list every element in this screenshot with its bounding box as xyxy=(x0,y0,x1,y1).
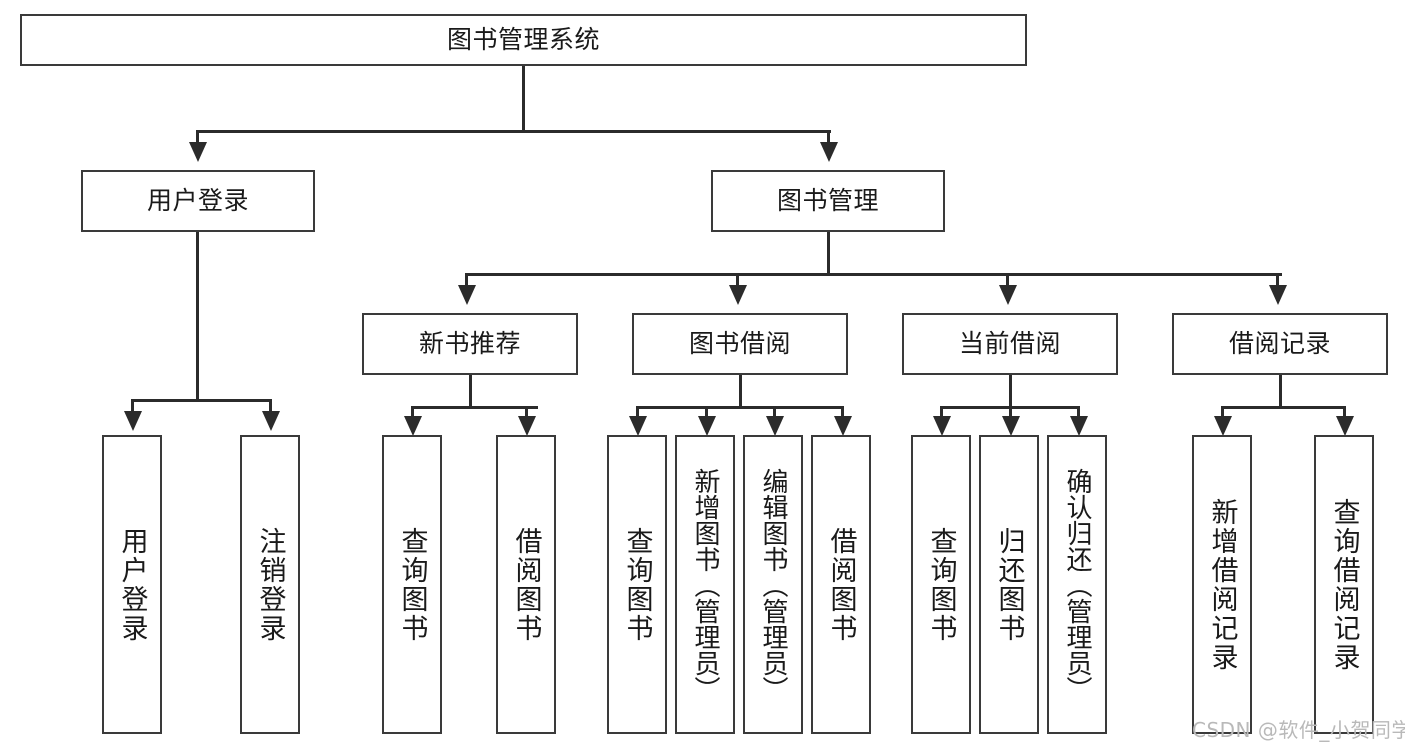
node-new-book-recommend[interactable]: 新书推荐 xyxy=(362,313,578,375)
node-leaf-query-book-3[interactable]: 查询图书 xyxy=(911,435,971,734)
arrowhead-add-record xyxy=(1214,416,1232,436)
node-leaf-borrow-book-2[interactable]: 借阅图书 xyxy=(811,435,871,734)
connector-drop-borrow-book-1 xyxy=(525,406,528,418)
connector-new-book-recommend-bus xyxy=(412,406,538,409)
node-label: 确认归还（管理员） xyxy=(1062,467,1092,702)
connector-drop-edit-book xyxy=(773,406,776,418)
arrowhead-borrow-book-1 xyxy=(518,416,536,436)
node-label: 编辑图书（管理员） xyxy=(758,467,788,702)
connector-drop-book-borrow xyxy=(736,273,739,287)
node-leaf-query-book-1[interactable]: 查询图书 xyxy=(382,435,442,734)
connector-drop-query-book-1 xyxy=(411,406,414,418)
connector-drop-query-book-2 xyxy=(636,406,639,418)
connector-borrow-record-stem xyxy=(1279,375,1282,408)
node-label: 用户登录 xyxy=(146,186,249,215)
node-leaf-query-book-2[interactable]: 查询图书 xyxy=(607,435,667,734)
connector-level2-bus xyxy=(197,130,831,133)
connector-drop-user-login xyxy=(196,130,199,144)
connector-drop-leaf-user-login xyxy=(131,399,134,413)
node-label: 新书推荐 xyxy=(418,329,521,358)
connector-user-login-stem xyxy=(196,232,199,402)
connector-drop-return-book xyxy=(1009,406,1012,418)
node-label: 图书管理 xyxy=(776,186,879,215)
node-label: 新增借阅记录 xyxy=(1206,497,1238,672)
node-leaf-query-record[interactable]: 查询借阅记录 xyxy=(1314,435,1374,734)
node-label: 注销登录 xyxy=(254,526,286,643)
arrowhead-query-record xyxy=(1336,416,1354,436)
node-label: 图书管理系统 xyxy=(446,25,600,54)
arrowhead-new-book-recommend xyxy=(458,285,476,305)
arrowhead-query-book-3 xyxy=(933,416,951,436)
connector-drop-query-record xyxy=(1343,406,1346,418)
arrowhead-confirm-return xyxy=(1070,416,1088,436)
connector-drop-borrow-book-2 xyxy=(841,406,844,418)
arrowhead-leaf-user-login xyxy=(124,411,142,431)
node-borrow-record[interactable]: 借阅记录 xyxy=(1172,313,1388,375)
watermark-text: CSDN @软件_小贺同学 xyxy=(1192,718,1405,742)
node-leaf-edit-book[interactable]: 编辑图书（管理员） xyxy=(743,435,803,734)
node-leaf-return-book[interactable]: 归还图书 xyxy=(979,435,1039,734)
connector-drop-add-book xyxy=(705,406,708,418)
node-root-system[interactable]: 图书管理系统 xyxy=(20,14,1027,66)
node-label: 借阅图书 xyxy=(510,526,542,643)
connector-book-borrow-stem xyxy=(739,375,742,408)
connector-drop-borrow-record xyxy=(1276,273,1279,287)
arrowhead-current-borrow xyxy=(999,285,1017,305)
node-leaf-confirm-return[interactable]: 确认归还（管理员） xyxy=(1047,435,1107,734)
connector-user-login-bus xyxy=(132,399,272,402)
node-label: 查询图书 xyxy=(621,526,653,643)
node-leaf-add-book[interactable]: 新增图书（管理员） xyxy=(675,435,735,734)
arrowhead-user-login xyxy=(189,142,207,162)
connector-drop-leaf-logout-login xyxy=(269,399,272,413)
arrowhead-borrow-record xyxy=(1269,285,1287,305)
connector-drop-book-management xyxy=(827,130,830,144)
connector-drop-add-record xyxy=(1221,406,1224,418)
node-leaf-logout-login[interactable]: 注销登录 xyxy=(240,435,300,734)
node-leaf-add-record[interactable]: 新增借阅记录 xyxy=(1192,435,1252,734)
arrowhead-query-book-2 xyxy=(629,416,647,436)
node-label: 借阅图书 xyxy=(825,526,857,643)
node-label: 当前借阅 xyxy=(958,329,1061,358)
node-label: 图书借阅 xyxy=(688,329,791,358)
connector-drop-confirm-return xyxy=(1077,406,1080,418)
connector-borrow-record-bus xyxy=(1222,406,1346,409)
arrowhead-book-borrow xyxy=(729,285,747,305)
node-book-borrow[interactable]: 图书借阅 xyxy=(632,313,848,375)
node-label: 归还图书 xyxy=(993,526,1025,643)
node-leaf-user-login[interactable]: 用户登录 xyxy=(102,435,162,734)
node-user-login[interactable]: 用户登录 xyxy=(81,170,315,232)
arrowhead-borrow-book-2 xyxy=(834,416,852,436)
node-label: 用户登录 xyxy=(116,526,148,643)
node-label: 查询图书 xyxy=(396,526,428,643)
node-label: 查询借阅记录 xyxy=(1328,497,1360,672)
connector-new-book-recommend-stem xyxy=(469,375,472,408)
connector-drop-query-book-3 xyxy=(940,406,943,418)
arrowhead-query-book-1 xyxy=(404,416,422,436)
arrowhead-add-book xyxy=(698,416,716,436)
node-current-borrow[interactable]: 当前借阅 xyxy=(902,313,1118,375)
node-book-management[interactable]: 图书管理 xyxy=(711,170,945,232)
connector-book-borrow-bus xyxy=(637,406,843,409)
arrowhead-return-book xyxy=(1002,416,1020,436)
arrowhead-leaf-logout-login xyxy=(262,411,280,431)
arrowhead-edit-book xyxy=(766,416,784,436)
connector-root-stem xyxy=(522,66,525,132)
node-leaf-borrow-book-1[interactable]: 借阅图书 xyxy=(496,435,556,734)
node-label: 查询图书 xyxy=(925,526,957,643)
connector-current-borrow-stem xyxy=(1009,375,1012,408)
connector-book-management-stem xyxy=(827,232,830,276)
arrowhead-book-management xyxy=(820,142,838,162)
node-label: 借阅记录 xyxy=(1228,329,1331,358)
connector-drop-current-borrow xyxy=(1006,273,1009,287)
node-label: 新增图书（管理员） xyxy=(690,467,720,702)
connector-drop-new-book-recommend xyxy=(465,273,468,287)
connector-level3-bus xyxy=(466,273,1282,276)
